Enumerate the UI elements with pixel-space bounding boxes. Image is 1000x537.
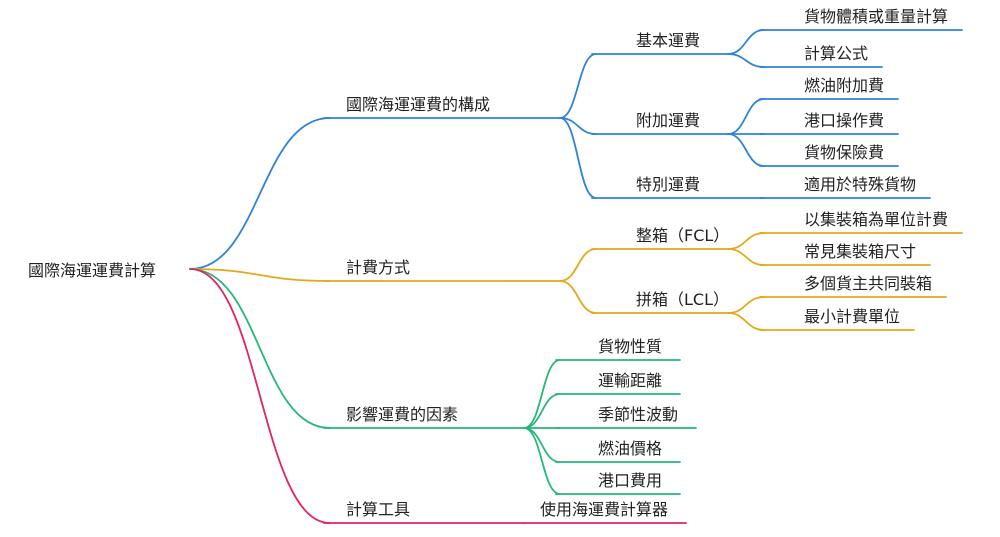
leaf-node-0-0-1: 計算公式 (804, 44, 868, 63)
leaf-node-2-3: 燃油價格 (598, 439, 662, 458)
leaf-node-0-0-0: 貨物體積或重量計算 (804, 7, 948, 26)
leaf-node-0-1-2: 貨物保險費 (804, 143, 884, 162)
sub-node-0-0: 基本運費 (636, 31, 700, 50)
edge-branch-2-to-leaf-1 (523, 393, 561, 429)
leaf-node-1-1-0: 多個貨主共同裝箱 (804, 274, 932, 293)
sub-node-1-0: 整箱（FCL） (636, 226, 729, 245)
edge-branch-0-to-sub-0 (559, 53, 597, 119)
edge-sub-1-0-to-leaf-1 (727, 248, 765, 266)
leaf-node-0-2-0: 適用於特殊貨物 (804, 175, 916, 194)
edge-sub-0-0-to-leaf-0 (727, 29, 765, 55)
leaf-node-0-1-1: 港口操作費 (804, 111, 884, 130)
edge-branch-2-to-leaf-3 (523, 427, 561, 463)
leaf-node-0-1-0: 燃油附加費 (804, 76, 884, 95)
edge-root-to-branch-2 (189, 268, 331, 429)
edge-sub-0-1-to-leaf-0 (727, 98, 765, 135)
labels-layer: 國際海運運費計算 國際海運運費的構成基本運費貨物體積或重量計算計算公式附加運費燃… (28, 7, 948, 519)
edge-branch-1-to-sub-1 (559, 280, 597, 314)
edge-root-to-branch-1 (189, 268, 331, 282)
edge-root-to-branch-3 (189, 268, 331, 524)
branch-node-2: 影響運費的因素 (346, 405, 458, 424)
edge-sub-0-1-to-leaf-2 (727, 133, 765, 167)
leaf-node-1-1-1: 最小計費單位 (804, 307, 900, 326)
edge-branch-2-to-leaf-4 (523, 427, 561, 495)
edge-branch-1-to-sub-0 (559, 248, 597, 282)
leaf-node-1-0-1: 常見集裝箱尺寸 (804, 242, 916, 261)
leaf-node-1-0-0: 以集裝箱為單位計費 (804, 210, 948, 229)
leaf-node-2-2: 季節性波動 (598, 405, 678, 424)
root-node: 國際海運運費計算 (28, 261, 156, 280)
sub-node-0-1: 附加運費 (636, 111, 700, 130)
sub-node-0-2: 特別運費 (636, 175, 700, 194)
edge-sub-1-1-to-leaf-1 (727, 312, 765, 331)
branch-node-0: 國際海運運費的構成 (346, 95, 490, 114)
branch-node-1: 計費方式 (346, 258, 410, 277)
leaf-node-2-1: 運輸距離 (598, 371, 662, 390)
edge-branch-2-to-leaf-0 (523, 359, 561, 429)
edge-sub-1-1-to-leaf-0 (727, 296, 765, 314)
sub-node-1-1: 拼箱（LCL） (636, 290, 729, 309)
edge-sub-1-0-to-leaf-0 (727, 232, 765, 250)
leaf-node-2-0: 貨物性質 (598, 337, 662, 356)
edge-root-to-branch-0 (189, 117, 331, 270)
underlines-layer (323, 29, 963, 524)
leaf-node-2-4: 港口費用 (598, 471, 662, 490)
leaf-node-3-0: 使用海運費計算器 (540, 500, 668, 519)
branch-node-3: 計算工具 (346, 500, 410, 519)
edge-sub-0-0-to-leaf-1 (727, 53, 765, 68)
edge-branch-0-to-sub-2 (559, 117, 597, 199)
